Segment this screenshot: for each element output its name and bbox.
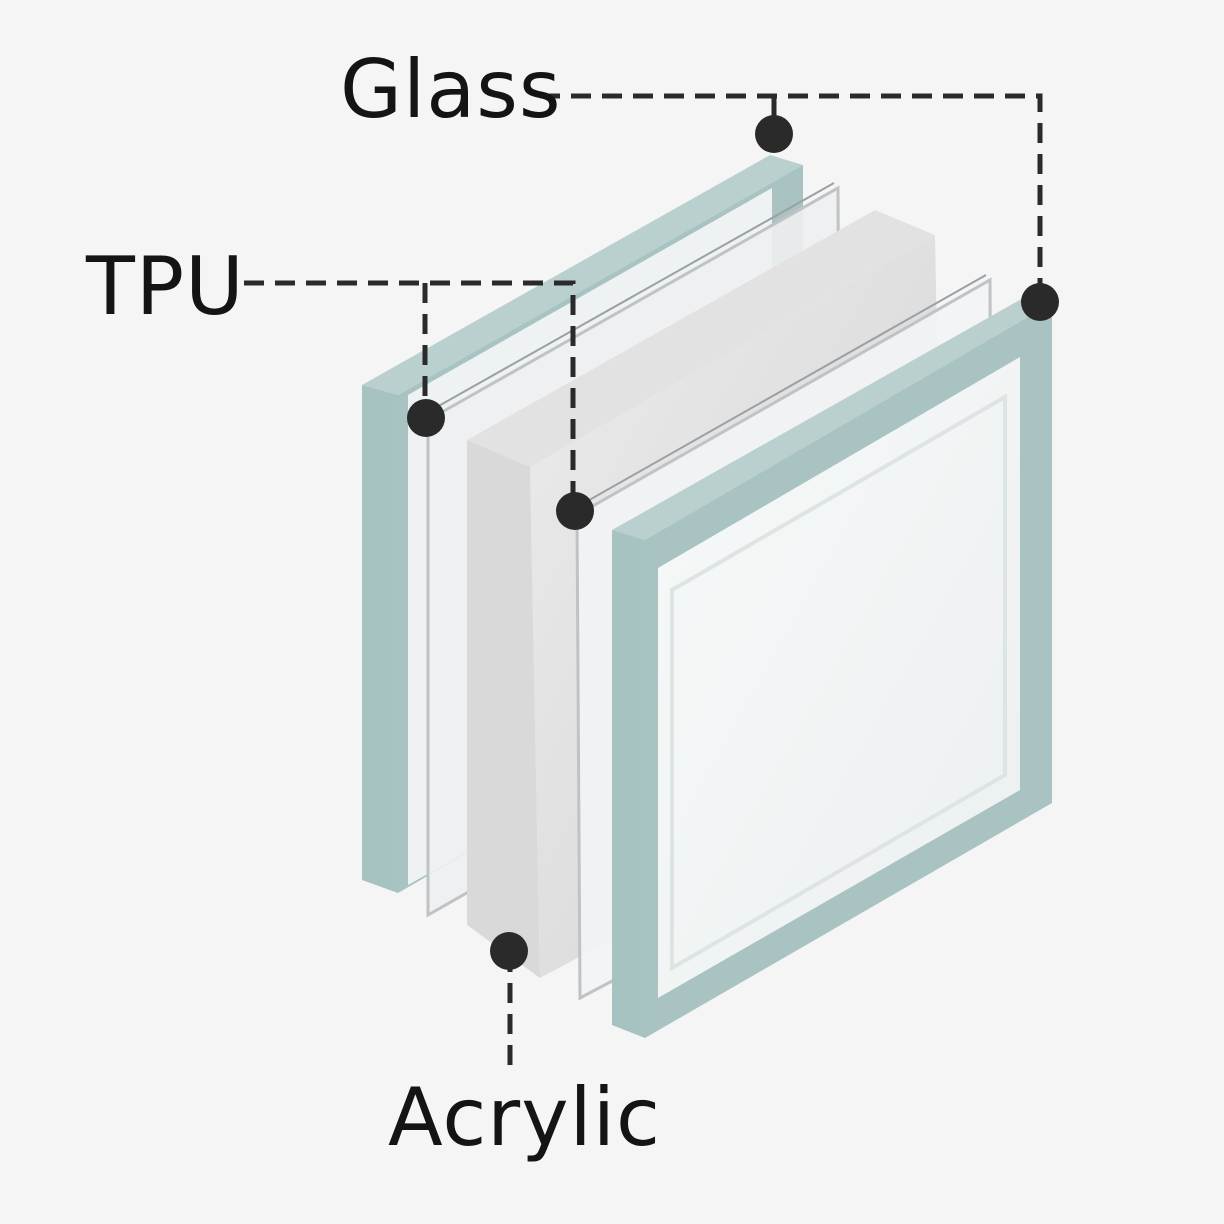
callout-lines: [244, 93, 1043, 1075]
tpu-label: TPU: [86, 240, 245, 333]
glass-pane-front: [612, 297, 1052, 1038]
glass-back-side-edge: [362, 385, 398, 893]
glass-front-face: [658, 357, 1020, 998]
acrylic-side: [467, 440, 540, 978]
glass-front-top-edge: [612, 297, 1052, 540]
acrylic-top: [467, 210, 935, 467]
acrylic-label: Acrylic: [388, 1071, 661, 1164]
tpu-callout-line: [244, 280, 576, 509]
tpu-front-top-line: [576, 274, 987, 508]
tpu-front-dot: [556, 492, 594, 530]
tpu-back-top-line: [427, 182, 835, 413]
tpu-back-dot: [407, 399, 445, 437]
glass-back-dot: [755, 115, 793, 153]
glass-callout-line: [540, 93, 1043, 300]
glass-front-inner-bevel: [670, 393, 1007, 972]
glass-front-dot: [1021, 283, 1059, 321]
acrylic-dot: [490, 932, 528, 970]
callout-dots: [407, 115, 1059, 970]
glass-front-side-edge: [612, 530, 645, 1038]
glass-label: Glass: [340, 43, 562, 136]
glass-back-top-edge: [362, 155, 803, 395]
